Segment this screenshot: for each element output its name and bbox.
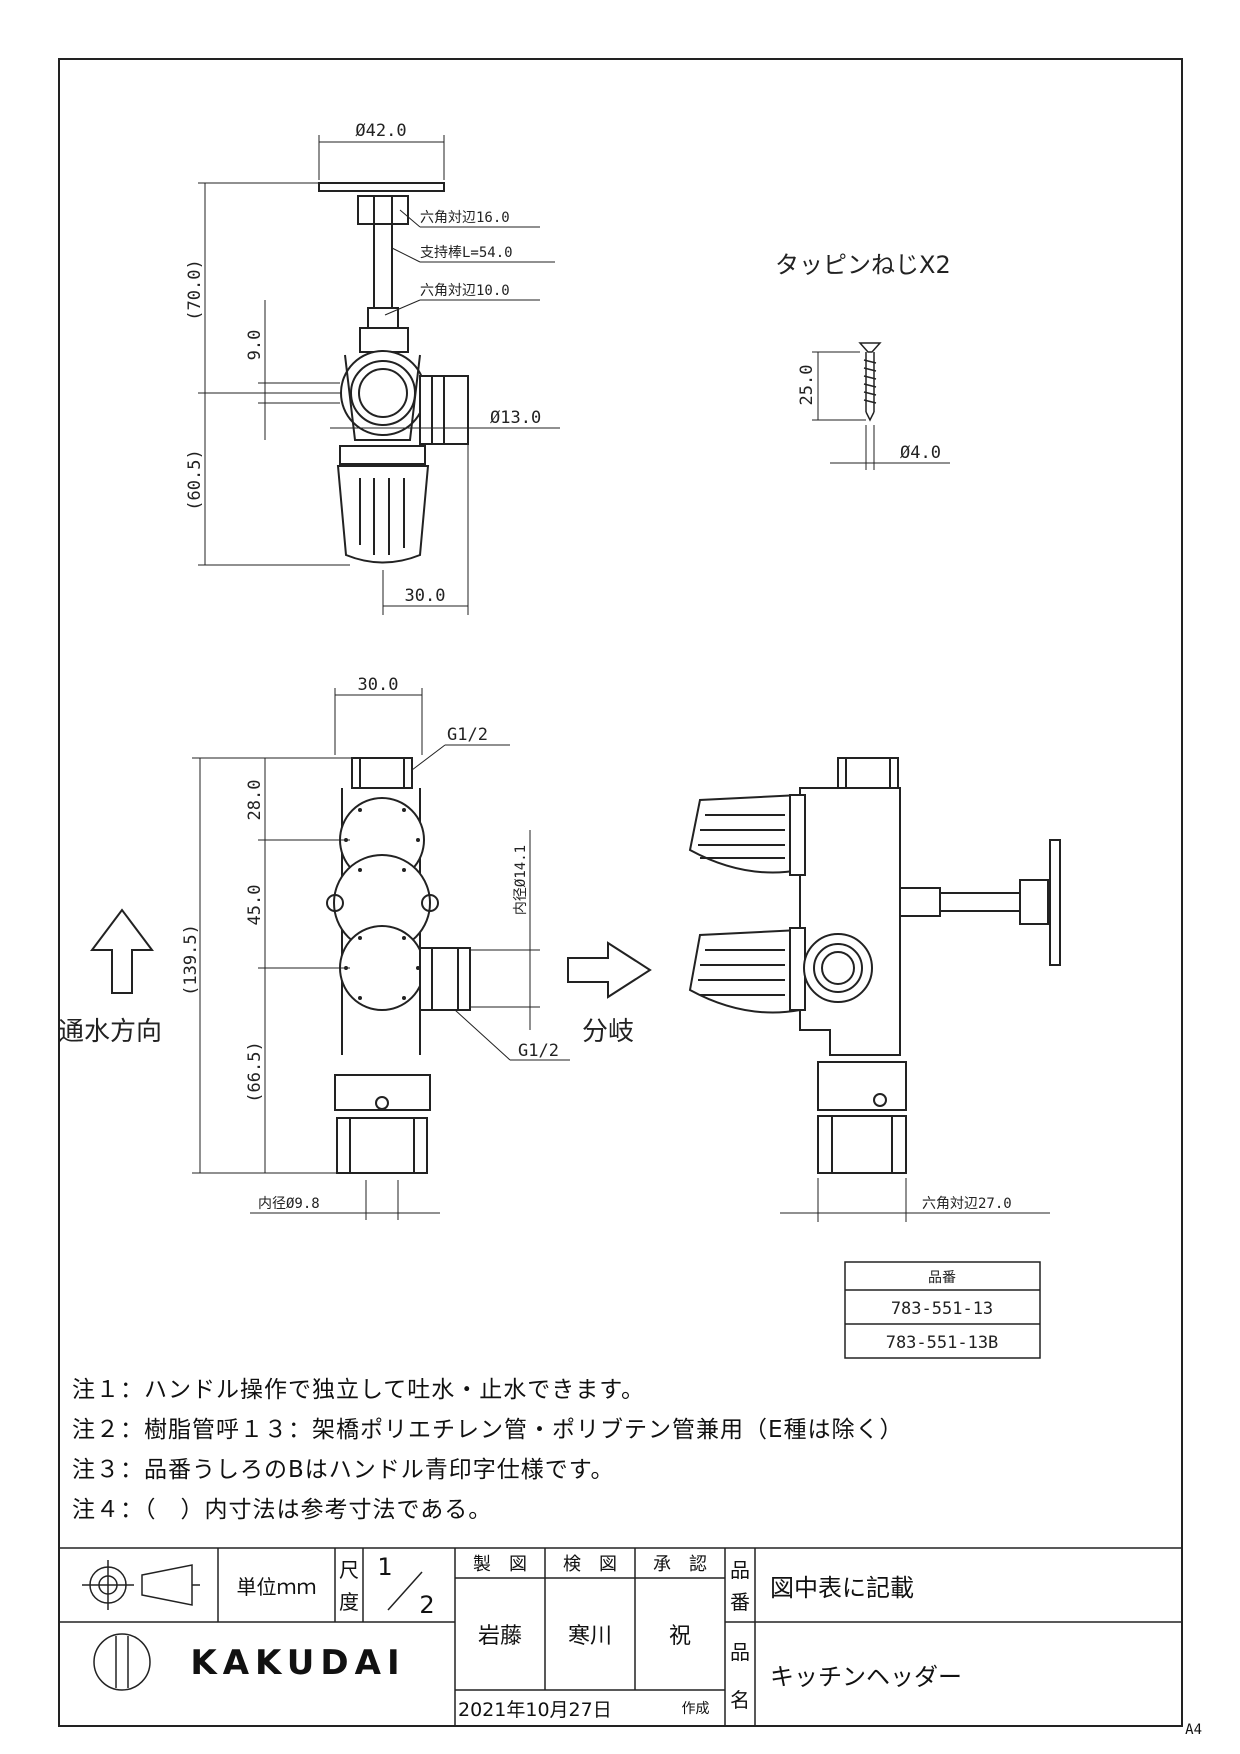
checked-by: 寒川 (567, 1624, 612, 1649)
dim-h60: (60.5) (185, 449, 205, 510)
dim-screw-dia: Ø4.0 (900, 443, 941, 463)
side-view-dims (780, 1178, 1050, 1222)
product-name: キッチンヘッダー (770, 1662, 962, 1691)
dim-h70: (70.0) (185, 259, 205, 320)
scale-label-2: 度 (339, 1589, 359, 1614)
front-view (326, 757, 471, 1174)
made-label: 製 図 (473, 1554, 527, 1575)
part-table-header: 品番 (928, 1270, 956, 1286)
dim-139: (139.5) (181, 924, 201, 996)
scale-label-1: 尺 (339, 1557, 359, 1582)
dim-hex27: 六角対辺27.0 (922, 1196, 1012, 1212)
approved-label: 承 認 (653, 1554, 707, 1575)
note-3: 注３：品番うしろのBはハンドル青印字仕様です。 (72, 1457, 615, 1483)
approved-by: 祝 (668, 1624, 691, 1649)
part-number-table (844, 1261, 1041, 1359)
dim-screw-len: 25.0 (797, 365, 817, 406)
drawing-frame (58, 58, 1183, 1727)
date-suffix: 作成 (681, 1701, 710, 1717)
note-1: 注１：ハンドル操作で独立して吐水・止水できます。 (72, 1377, 646, 1403)
dim-flange-dia: Ø42.0 (355, 121, 406, 141)
title-block (59, 1547, 1182, 1726)
name-label-1: 品 (730, 1639, 750, 1664)
branch-label: 分岐 (582, 1017, 634, 1047)
name-label-2: 名 (730, 1687, 750, 1712)
flow-direction-label: 通水方向 (58, 1017, 162, 1047)
made-by: 岩藤 (477, 1624, 522, 1649)
note-2: 注２：樹脂管呼１３：架橋ポリエチレン管・ポリブテン管兼用（E種は除く） (72, 1417, 904, 1443)
dim-h9: 9.0 (245, 330, 265, 361)
dim-inner141: 内径Ø14.1 (513, 845, 529, 915)
brand-logo-text: KAKUDAI (190, 1643, 406, 1683)
dim-66: (66.5) (245, 1041, 265, 1102)
dim-28: 28.0 (245, 780, 265, 821)
scale-numerator: 1 (377, 1553, 393, 1581)
checked-label: 検 図 (563, 1554, 617, 1575)
note-4: 注４：（ ）内寸法は参考寸法である。 (72, 1497, 493, 1523)
branch-arrow (567, 941, 652, 999)
dim-hex16: 六角対辺16.0 (420, 210, 510, 226)
dim-inner98: 内径Ø9.8 (258, 1196, 320, 1212)
part-table-row-1: 783-551-13 (891, 1299, 993, 1319)
notes: 注１：ハンドル操作で独立して吐水・止水できます。 注２：樹脂管呼１３：架橋ポリエ… (72, 1370, 904, 1530)
side-view (688, 757, 1061, 1174)
dim-w30-front: 30.0 (358, 675, 399, 695)
dim-45: 45.0 (245, 885, 265, 926)
scale-denominator: 2 (419, 1591, 435, 1619)
front-view-dots (344, 808, 420, 1000)
dim-port-dia: Ø13.0 (490, 408, 541, 428)
screw-label: タッピンねじX2 (775, 251, 951, 279)
dim-rod: 支持棒L=54.0 (420, 245, 513, 261)
date: 2021年10月27日 (458, 1698, 612, 1721)
flow-arrow (90, 908, 154, 994)
dim-thread-top: G1/2 (447, 725, 488, 745)
screw-drawing (812, 342, 950, 470)
unit-label: 単位ｍｍ (236, 1574, 317, 1599)
top-view (318, 182, 469, 564)
dim-w30-top: 30.0 (405, 586, 446, 606)
sheet-size: A4 (1185, 1722, 1202, 1738)
dim-hex10: 六角対辺10.0 (420, 283, 510, 299)
part-table-row-2: 783-551-13B (886, 1333, 999, 1353)
top-view-dims (198, 135, 560, 615)
part-no-label-1: 品 (730, 1557, 750, 1582)
dim-thread-side: G1/2 (518, 1041, 559, 1061)
front-view-dims (192, 688, 570, 1220)
part-no-label-2: 番 (730, 1589, 750, 1614)
part-no-value: 図中表に記載 (770, 1573, 914, 1602)
